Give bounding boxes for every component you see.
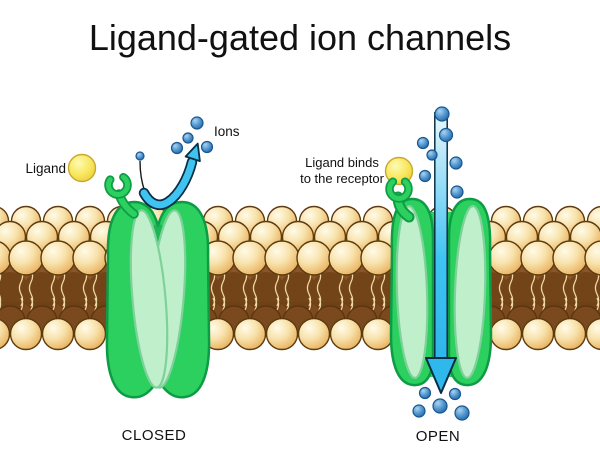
diagram-title: Ligand-gated ion channels (89, 17, 511, 58)
phospholipid-head (8, 240, 44, 276)
bound-receptor-cup (387, 179, 411, 201)
phospholipid-head (40, 240, 76, 276)
phospholipid-tail (60, 269, 66, 307)
phospholipid-head (232, 240, 268, 276)
ion (448, 387, 462, 401)
phospholipid-head (329, 317, 363, 351)
phospholipid-head (72, 240, 108, 276)
phospholipid-tail (498, 269, 504, 307)
ion (182, 132, 194, 144)
phospholipid-tail (252, 269, 258, 307)
phospholipid-tail (380, 269, 386, 307)
phospholipid-head (584, 240, 600, 276)
ion-bounce-indicator (138, 142, 201, 210)
phospholipid-head (264, 240, 300, 276)
label-ions: Ions (214, 124, 240, 139)
ligand-ball (67, 153, 97, 183)
phospholipid-heads (0, 205, 600, 351)
ion-trajectory-line (139, 160, 146, 193)
phospholipid-head (552, 240, 588, 276)
phospholipid-head (41, 317, 75, 351)
phospholipid-tail (370, 269, 376, 307)
phospholipid-tail (18, 269, 24, 307)
ion (454, 405, 470, 421)
ion (432, 398, 448, 414)
phospholipid-tail (242, 269, 248, 307)
phospholipid-head (520, 240, 556, 276)
phospholipid-head (328, 240, 364, 276)
phospholipid-tail (594, 269, 600, 307)
ion (426, 149, 438, 161)
open-channel-pore-left (395, 204, 429, 380)
phospholipid-tail (348, 269, 354, 307)
closed-channel-pore-left (129, 209, 169, 389)
ion (434, 106, 450, 122)
phospholipid-tail (338, 269, 344, 307)
ion-flow-arrowhead (425, 357, 457, 394)
ion-flow-arrow-shaft (434, 107, 448, 360)
ion (438, 127, 454, 143)
phospholipid-tail (306, 269, 312, 307)
phospholipid-head (0, 318, 11, 350)
phospholipid-tail (0, 298, 2, 310)
label-binds-line1: Ligand binds (305, 155, 379, 170)
phospholipid-tail (220, 269, 226, 307)
phospholipid-tail (92, 269, 98, 307)
phospholipid-head (265, 317, 299, 351)
ion (418, 386, 432, 400)
phospholipid-tail (316, 269, 322, 307)
label-ligand: Ligand (25, 161, 66, 176)
ion (449, 156, 463, 170)
ion (200, 140, 214, 154)
labels: Ligand-gated ion channels Ligand Ions Li… (25, 17, 511, 445)
phospholipid-head (553, 317, 587, 351)
phospholipid-tail (50, 269, 56, 307)
phospholipid-tail (530, 269, 536, 307)
ion (190, 116, 204, 130)
phospholipid-tail (82, 269, 88, 307)
phospholipid-tail (572, 269, 578, 307)
ion (418, 169, 432, 183)
open-channel-pore-right (453, 204, 487, 380)
receptor-claw (106, 174, 130, 197)
label-binds-line2: to the receptor (300, 171, 384, 186)
phospholipid-tail (210, 269, 216, 307)
phospholipid-head (361, 317, 395, 351)
closed-channel (104, 172, 211, 399)
phospholipid-head (488, 240, 524, 276)
ion (416, 136, 430, 150)
phospholipid-head (360, 240, 396, 276)
phospholipid-head (489, 317, 523, 351)
ion (135, 151, 145, 161)
ions-group (135, 106, 470, 421)
phospholipid-head (233, 317, 267, 351)
phospholipid-head (521, 317, 555, 351)
phospholipid-tail (274, 269, 280, 307)
phospholipid-head (585, 317, 600, 351)
phospholipid-tail (284, 269, 290, 307)
bounce-arrowhead (184, 142, 201, 163)
phospholipid-tail (0, 270, 2, 306)
open-channel (384, 107, 493, 394)
phospholipid-head (296, 240, 332, 276)
phospholipid-tail (562, 269, 568, 307)
label-open: OPEN (416, 428, 461, 445)
phospholipid-head (73, 317, 107, 351)
label-closed: CLOSED (122, 427, 187, 444)
ion (170, 141, 184, 155)
phospholipid-tail (28, 269, 34, 307)
phospholipid-tail (508, 269, 514, 307)
ion (412, 404, 426, 418)
phospholipid-head (297, 317, 331, 351)
bounce-arrow (140, 158, 196, 209)
phospholipid-tail (540, 269, 546, 307)
ion (450, 185, 464, 199)
membrane (0, 205, 600, 351)
phospholipid-head (9, 317, 43, 351)
